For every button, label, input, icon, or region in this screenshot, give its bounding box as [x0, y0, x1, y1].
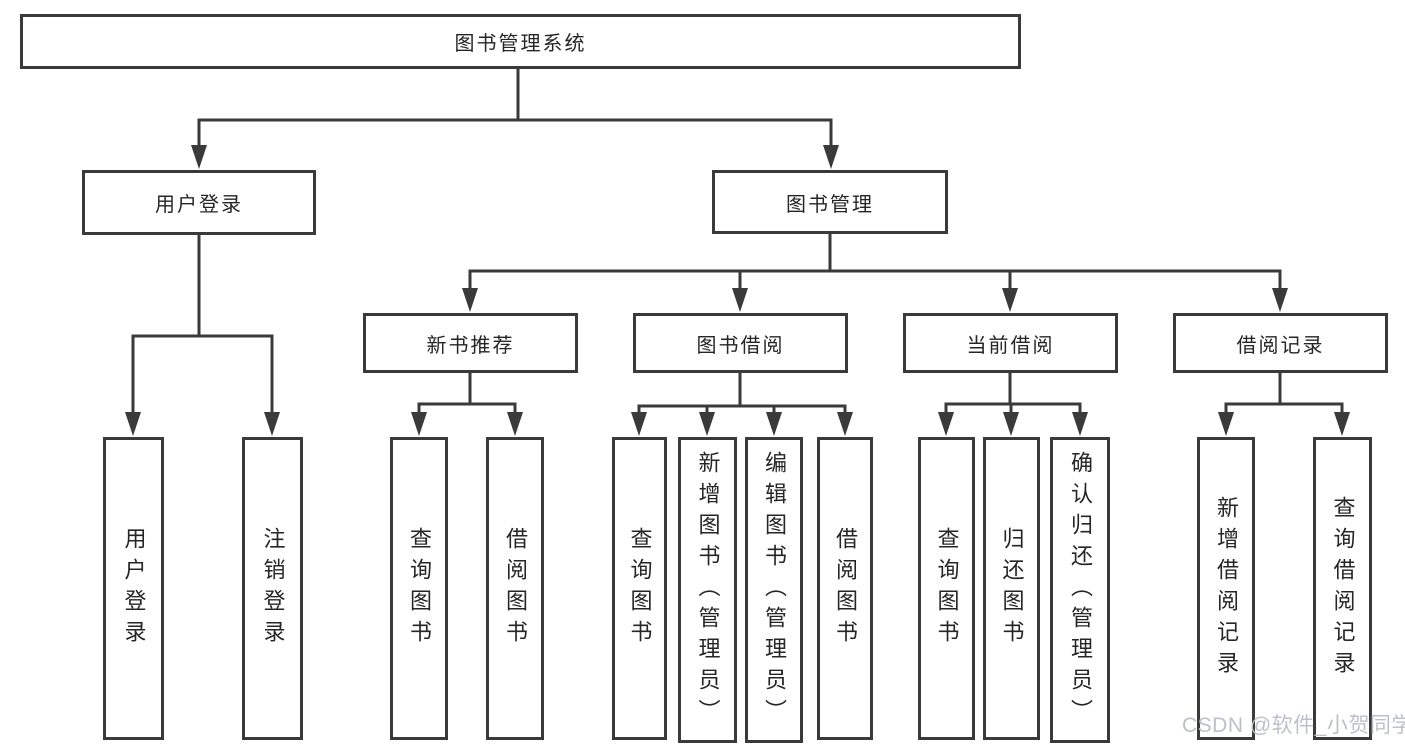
- node-borrow-records: 借阅记录: [1173, 313, 1388, 373]
- arrowhead: [1218, 412, 1234, 436]
- arrowhead: [462, 288, 478, 312]
- node-user-login-label: 用户登录: [155, 194, 243, 216]
- leaf-current-query-books-label: 查询图书: [934, 526, 960, 651]
- leaf-borrow-add-books: 新增图书（管理员）: [678, 437, 737, 743]
- leaf-current-confirm-return: 确认归还（管理员）: [1050, 437, 1110, 743]
- leaf-borrow-edit-books: 编辑图书（管理员）: [745, 437, 803, 743]
- leaf-borrow-query-books: 查询图书: [612, 437, 667, 740]
- leaf-recommend-borrow-books-label: 借阅图书: [503, 526, 528, 651]
- leaf-records-add-record: 新增借阅记录: [1197, 437, 1255, 740]
- node-new-book-recommend: 新书推荐: [363, 313, 578, 373]
- node-root-label: 图书管理系统: [454, 33, 587, 55]
- leaf-recommend-borrow-books: 借阅图书: [486, 437, 544, 740]
- leaf-records-query-record-label: 查询借阅记录: [1330, 495, 1356, 682]
- leaf-current-return-books: 归还图书: [983, 437, 1040, 740]
- arrowhead: [699, 412, 715, 436]
- arrowhead: [823, 145, 839, 169]
- arrowhead: [938, 412, 954, 436]
- leaf-borrow-edit-books-label: 编辑图书（管理员）: [762, 450, 787, 730]
- leaf-recommend-query-books: 查询图书: [390, 437, 448, 740]
- arrowhead: [411, 412, 427, 436]
- leaf-current-return-books-label: 归还图书: [999, 526, 1025, 651]
- arrowhead: [1272, 288, 1288, 312]
- leaf-borrow-query-books-label: 查询图书: [627, 526, 653, 651]
- node-book-management: 图书管理: [712, 170, 948, 234]
- node-book-borrow: 图书借阅: [633, 313, 848, 373]
- node-borrow-records-label: 借阅记录: [1236, 334, 1325, 357]
- arrowhead: [507, 412, 523, 436]
- leaf-borrow-borrow-books-label: 借阅图书: [833, 526, 858, 651]
- leaf-records-add-record-label: 新增借阅记录: [1214, 495, 1239, 682]
- node-user-login: 用户登录: [82, 170, 316, 235]
- arrowhead: [264, 412, 280, 436]
- arrowhead: [631, 412, 647, 436]
- node-book-borrow-label: 图书借阅: [696, 334, 785, 357]
- node-book-management-label: 图书管理: [786, 193, 874, 216]
- arrowhead: [1334, 412, 1350, 436]
- arrowhead: [837, 412, 853, 436]
- leaf-current-query-books: 查询图书: [918, 437, 975, 740]
- arrowhead: [766, 412, 782, 436]
- node-current-borrow-label: 当前借阅: [966, 334, 1055, 357]
- watermark: CSDN @软件_小贺同学: [1182, 714, 1405, 737]
- leaf-recommend-query-books-label: 查询图书: [407, 526, 432, 651]
- leaf-logout-label: 注销登录: [260, 526, 286, 651]
- leaf-user-login-label: 用户登录: [121, 526, 147, 651]
- arrowhead: [1072, 412, 1088, 436]
- leaf-logout: 注销登录: [242, 437, 303, 740]
- arrowhead: [1003, 412, 1019, 436]
- leaf-borrow-borrow-books: 借阅图书: [817, 437, 873, 740]
- leaf-records-query-record: 查询借阅记录: [1313, 437, 1372, 740]
- leaf-user-login: 用户登录: [103, 437, 164, 740]
- arrowhead: [1002, 288, 1018, 312]
- node-new-book-recommend-label: 新书推荐: [426, 334, 515, 357]
- leaf-borrow-add-books-label: 新增图书（管理员）: [695, 450, 721, 730]
- arrowheads: [125, 145, 1350, 436]
- node-current-borrow: 当前借阅: [903, 313, 1118, 373]
- arrowhead: [125, 412, 141, 436]
- leaf-current-confirm-return-label: 确认归还（管理员）: [1068, 450, 1093, 730]
- arrowhead: [191, 145, 207, 169]
- node-root: 图书管理系统: [20, 14, 1021, 69]
- arrowhead: [732, 288, 748, 312]
